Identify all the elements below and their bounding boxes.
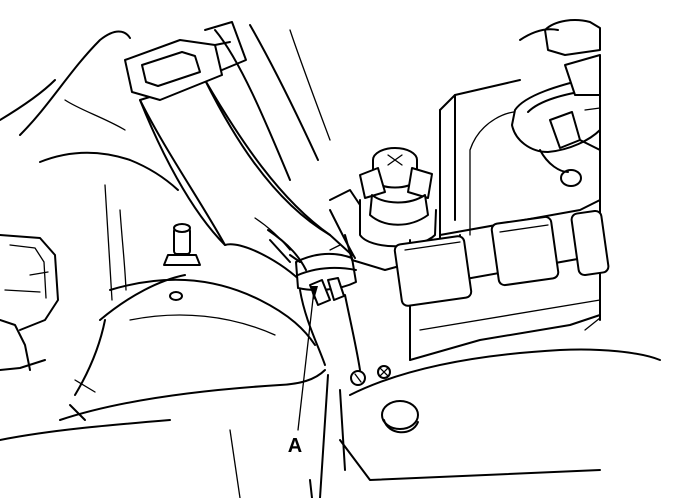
callout-label-a: A <box>287 435 303 457</box>
wing-bolt <box>359 147 433 226</box>
left-stud <box>163 223 201 301</box>
left-bracket-panel <box>0 234 59 371</box>
sensor-connector <box>511 19 601 187</box>
lower-cover <box>339 317 661 481</box>
block-pads <box>393 209 610 307</box>
bottom-pipes <box>229 374 329 498</box>
hose-clamp <box>289 252 357 306</box>
callout-a-leader <box>297 286 318 431</box>
center-wall <box>214 24 361 259</box>
lower-pipe <box>254 217 361 371</box>
upper-left-hose <box>0 30 179 191</box>
left-wiring <box>69 184 186 421</box>
lower-left-duct <box>0 278 326 441</box>
strap-buckle <box>124 21 247 101</box>
strap-band <box>139 79 353 291</box>
